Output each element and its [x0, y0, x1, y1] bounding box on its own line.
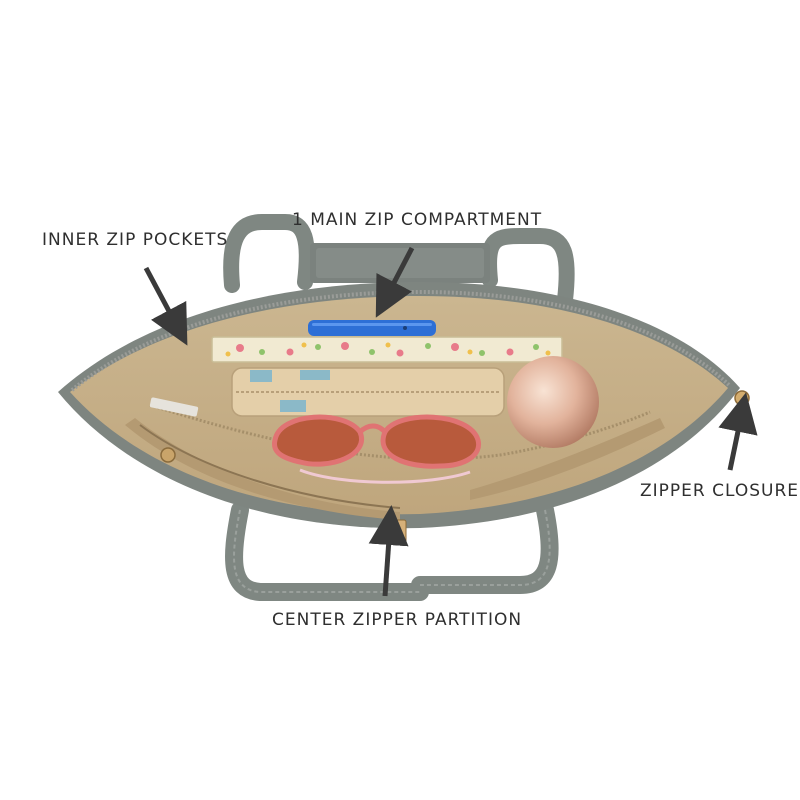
callout-zipper-closure: ZIPPER CLOSURE — [640, 481, 800, 501]
compact-mirror — [507, 356, 599, 448]
arrow-main-zip-compartment — [375, 246, 415, 318]
zipper-pull-right — [734, 390, 750, 406]
callout-inner-zip-pockets: INNER ZIP POCKETS — [42, 230, 229, 250]
notebook — [211, 336, 563, 363]
callout-main-zip-compartment: 1 MAIN ZIP COMPARTMENT — [292, 210, 543, 230]
arrow-zipper-closure — [718, 392, 758, 471]
wallet — [231, 367, 505, 417]
arrow-inner-zip-pockets — [143, 266, 188, 346]
phone — [308, 320, 436, 336]
bottom-handles — [225, 501, 559, 601]
sunglasses — [271, 414, 482, 484]
callout-center-zipper-partition: CENTER ZIPPER PARTITION — [272, 610, 523, 630]
arrow-center-zipper-partition — [368, 505, 409, 597]
top-handles — [223, 214, 575, 308]
